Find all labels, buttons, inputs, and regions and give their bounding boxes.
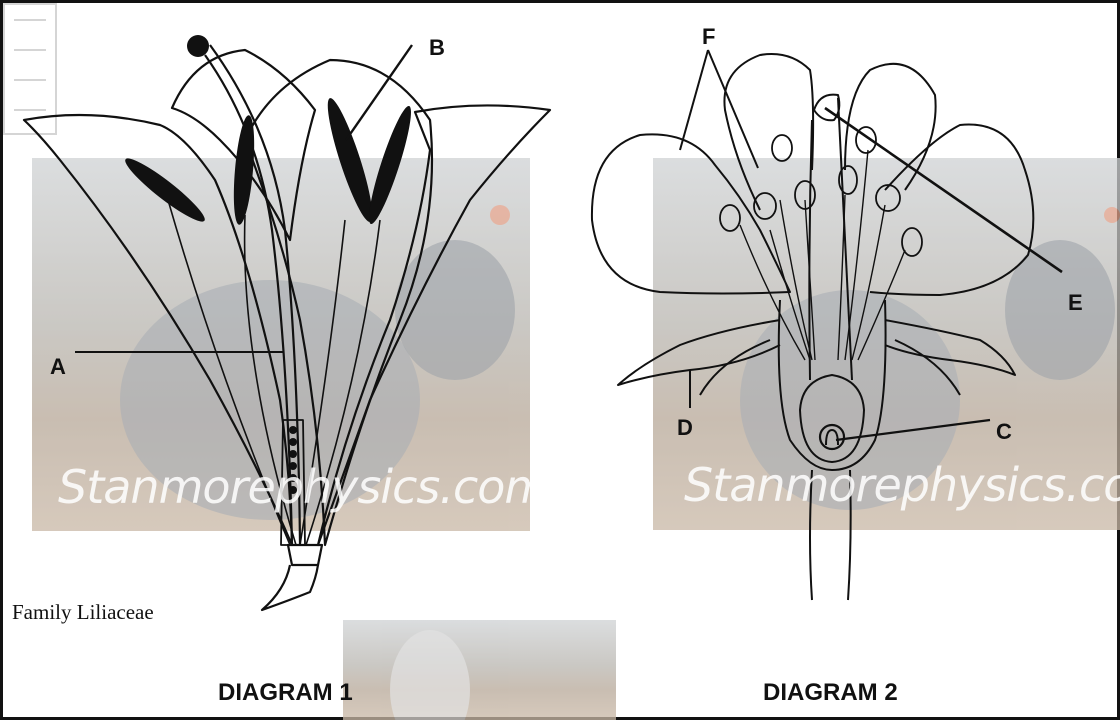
label-f: F: [702, 24, 715, 50]
stamp-mark: [4, 4, 56, 134]
family-label: Family Liliaceae: [12, 600, 154, 625]
photo-overlay-bottom: [343, 620, 616, 720]
watermark-left: Stanmorephysics.com: [58, 460, 548, 514]
stigma: [187, 35, 209, 57]
diagram-1-caption: DIAGRAM 1: [218, 679, 353, 707]
label-e: E: [1068, 290, 1083, 316]
label-line-f-left: [680, 50, 708, 150]
label-d: D: [677, 415, 693, 441]
label-line-f-right: [708, 50, 758, 168]
label-c: C: [996, 419, 1012, 445]
label-a: A: [50, 354, 66, 380]
watermark-right: Stanmorephysics.com: [684, 458, 1120, 512]
label-b: B: [429, 35, 445, 61]
diagram-2-caption: DIAGRAM 2: [763, 679, 898, 707]
